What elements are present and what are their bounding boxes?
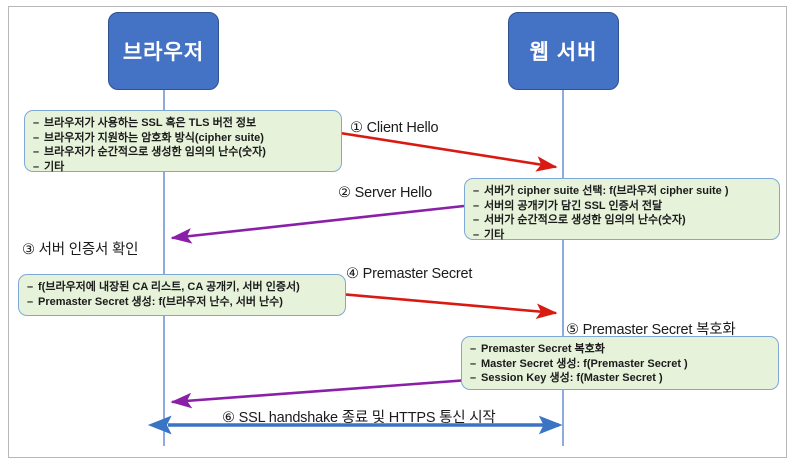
lifeline-browser (163, 90, 165, 446)
step-label-1: ① Client Hello (350, 120, 439, 136)
note-line: –Master Secret 생성: f(Premaster Secret ) (470, 357, 688, 370)
note-line: –서버의 공개키가 담긴 SSL 인증서 전달 (473, 199, 663, 212)
note-line: –f(브라우저에 내장된 CA 리스트, CA 공개키, 서버 인증서) (27, 281, 300, 293)
note-cert-check: –f(브라우저에 내장된 CA 리스트, CA 공개키, 서버 인증서) –Pr… (18, 274, 346, 316)
actor-server-label: 웹 서버 (529, 41, 598, 64)
step-label-5: ⑤ Premaster Secret 복호화 (566, 322, 736, 338)
note-line: –기타 (33, 160, 65, 173)
note-line: –Session Key 생성: f(Master Secret ) (470, 372, 663, 384)
actor-browser-label: 브라우저 (122, 41, 205, 64)
step-label-6: ⑥ SSL handshake 종료 및 HTTPS 통신 시작 (222, 410, 496, 426)
note-server-hello: –서버가 cipher suite 선택: f(브라우저 cipher suit… (464, 178, 780, 241)
step-label-2: ② Server Hello (338, 185, 433, 201)
note-line: –Premaster Secret 복호화 (470, 343, 605, 355)
step-label-4: ④ Premaster Secret (346, 266, 473, 282)
note-line: –기타 (473, 228, 505, 241)
note-line: –브라우저가 지원하는 암호화 방식(cipher suite) (33, 131, 264, 144)
note-line: –브라우저가 순간적으로 생성한 임의의 난수(숫자) (33, 146, 266, 158)
note-line: –서버가 cipher suite 선택: f(브라우저 cipher suit… (473, 185, 729, 197)
note-line: –브라우저가 사용하는 SSL 혹은 TLS 버전 정보 (33, 117, 257, 129)
note-line: –Premaster Secret 생성: f(브라우저 난수, 서버 난수) (27, 295, 283, 308)
actor-server[interactable]: 웹 서버 (508, 12, 619, 90)
note-premaster-decrypt: –Premaster Secret 복호화 –Master Secret 생성:… (461, 336, 779, 390)
note-line: –서버가 순간적으로 생성한 임의의 난수(숫자) (473, 214, 686, 226)
lifeline-server (562, 90, 564, 446)
actor-browser[interactable]: 브라우저 (108, 12, 219, 90)
note-client-hello: –브라우저가 사용하는 SSL 혹은 TLS 버전 정보 –브라우저가 지원하는… (24, 110, 342, 173)
step-label-3: ③ 서버 인증서 확인 (22, 242, 139, 258)
